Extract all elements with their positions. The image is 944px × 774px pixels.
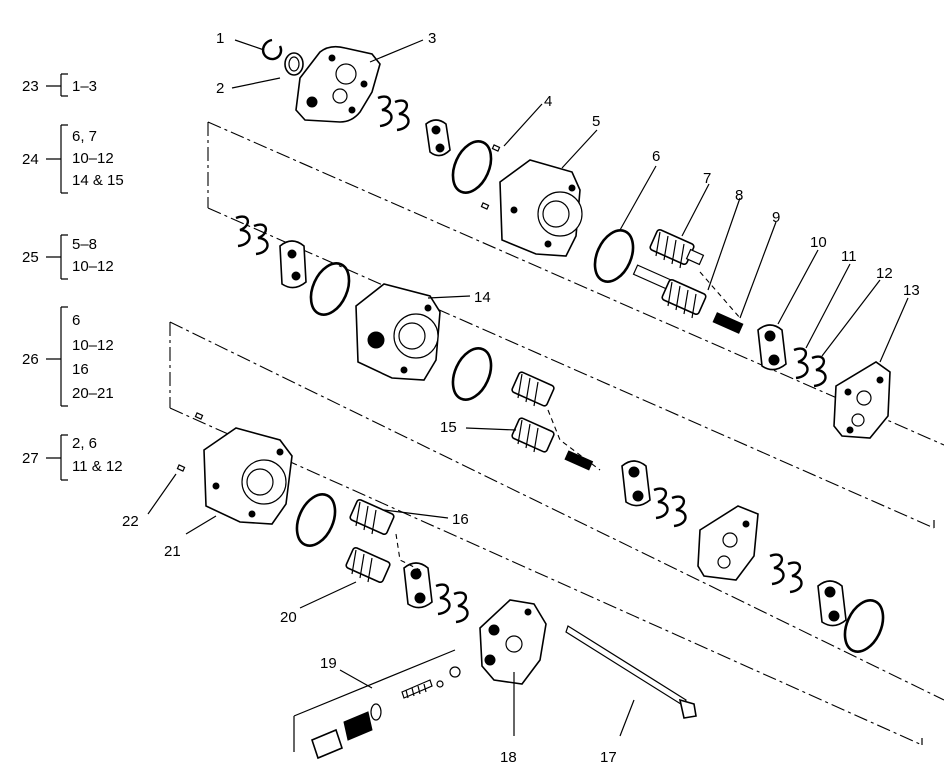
relief-valve-part-19 — [311, 666, 461, 760]
bearing-block-lower — [403, 562, 433, 609]
gear-housing-part-21 — [203, 427, 293, 525]
callout-4: 4 — [544, 93, 552, 110]
legend-item: 11 & 12 — [72, 458, 123, 475]
callout-20: 20 — [280, 609, 297, 626]
callout-6: 6 — [652, 148, 660, 165]
drive-gear-part-16 — [349, 498, 395, 536]
seal-clips-lower-right — [653, 487, 687, 528]
bearing-block-far-right — [817, 580, 847, 627]
callout-14: 14 — [474, 289, 491, 306]
legend-item: 20–21 — [72, 385, 114, 402]
o-ring-part-6 — [593, 229, 635, 283]
assembly-centerlines — [169, 121, 944, 752]
callout-8: 8 — [735, 187, 743, 204]
wear-plate-lower — [697, 505, 759, 581]
gear-housing-part-5 — [499, 159, 583, 257]
dowel-pin-part-22 — [176, 412, 204, 472]
seal-clips-lower — [435, 583, 469, 624]
callout-21: 21 — [164, 543, 181, 560]
legend: 23 1–3 24 6, 7 10–12 14 & 15 25 5–8 10–1… — [22, 73, 124, 481]
bearing-block-lower-right — [621, 460, 651, 507]
legend-item: 10–12 — [72, 337, 114, 354]
legend-item: 16 — [72, 361, 89, 378]
callout-2: 2 — [216, 80, 224, 97]
legend-number: 27 — [22, 450, 39, 467]
through-bolt-part-17 — [565, 625, 697, 719]
o-ring-middle-2 — [451, 347, 493, 401]
legend-item: 10–12 — [72, 150, 114, 167]
dashed-guides — [395, 271, 741, 571]
seal-clip-part-12 — [811, 355, 827, 388]
o-ring-upper — [451, 140, 493, 194]
seal-clips-middle — [235, 215, 269, 256]
callout-13: 13 — [903, 282, 920, 299]
legend-item: 1–3 — [72, 78, 97, 95]
callout-3: 3 — [428, 30, 436, 47]
callout-15: 15 — [440, 419, 457, 436]
driven-gear-part-20 — [345, 546, 391, 584]
callout-7: 7 — [703, 170, 711, 187]
drive-gear-part-7 — [649, 228, 705, 269]
callout-11: 11 — [841, 248, 857, 265]
end-plate-part-13 — [833, 361, 891, 439]
o-ring-lower — [295, 493, 337, 547]
callout-16: 16 — [452, 511, 469, 528]
legend-number: 25 — [22, 249, 39, 266]
callout-22: 22 — [122, 513, 139, 530]
callout-12: 12 — [876, 265, 893, 282]
bearing-block-upper — [425, 119, 451, 157]
bearing-block-middle — [279, 240, 307, 289]
callout-labels: 1 2 3 4 5 6 7 8 9 10 11 12 13 14 15 16 1… — [122, 30, 920, 766]
callout-17: 17 — [600, 749, 617, 766]
legend-item: 2, 6 — [72, 435, 97, 452]
legend-item: 6 — [72, 312, 80, 329]
callout-18: 18 — [500, 749, 517, 766]
callout-5: 5 — [592, 113, 600, 130]
o-ring-far-right — [843, 599, 885, 653]
snap-ring-part-1 — [261, 38, 283, 61]
callout-1: 1 — [216, 30, 224, 47]
callout-19: 19 — [320, 655, 337, 672]
bearing-block-part-10 — [757, 324, 787, 371]
legend-group-25: 25 5–8 10–12 — [22, 234, 114, 280]
legend-group-26: 26 6 10–12 16 20–21 — [22, 306, 114, 407]
callout-10: 10 — [810, 234, 827, 251]
shaft-seal-part-2 — [284, 52, 304, 76]
legend-group-24: 24 6, 7 10–12 14 & 15 — [22, 124, 124, 194]
legend-number: 24 — [22, 151, 39, 168]
legend-group-23: 23 1–3 — [22, 73, 97, 97]
leader-lines — [147, 39, 909, 737]
legend-item: 10–12 — [72, 258, 114, 275]
legend-number: 26 — [22, 351, 39, 368]
driven-gear-part-8 — [632, 264, 707, 319]
dowel-pin-part-4 — [480, 144, 501, 210]
seal-clips-upper — [377, 95, 410, 132]
front-cover-part-3 — [295, 45, 381, 123]
gear-housing-part-14 — [355, 283, 441, 381]
legend-group-27: 27 2, 6 11 & 12 — [22, 434, 123, 481]
callout-9: 9 — [772, 209, 780, 226]
gear-set-part-15 — [511, 371, 594, 471]
legend-item: 14 & 15 — [72, 172, 124, 189]
legend-item: 5–8 — [72, 236, 97, 253]
spline-coupling-part-9 — [712, 312, 744, 334]
rear-cover-part-18 — [479, 599, 547, 685]
legend-number: 23 — [22, 78, 39, 95]
o-ring-middle — [309, 262, 351, 316]
seal-clips-far-right — [769, 553, 803, 594]
legend-item: 6, 7 — [72, 128, 97, 145]
seal-clip-part-11 — [793, 347, 809, 380]
